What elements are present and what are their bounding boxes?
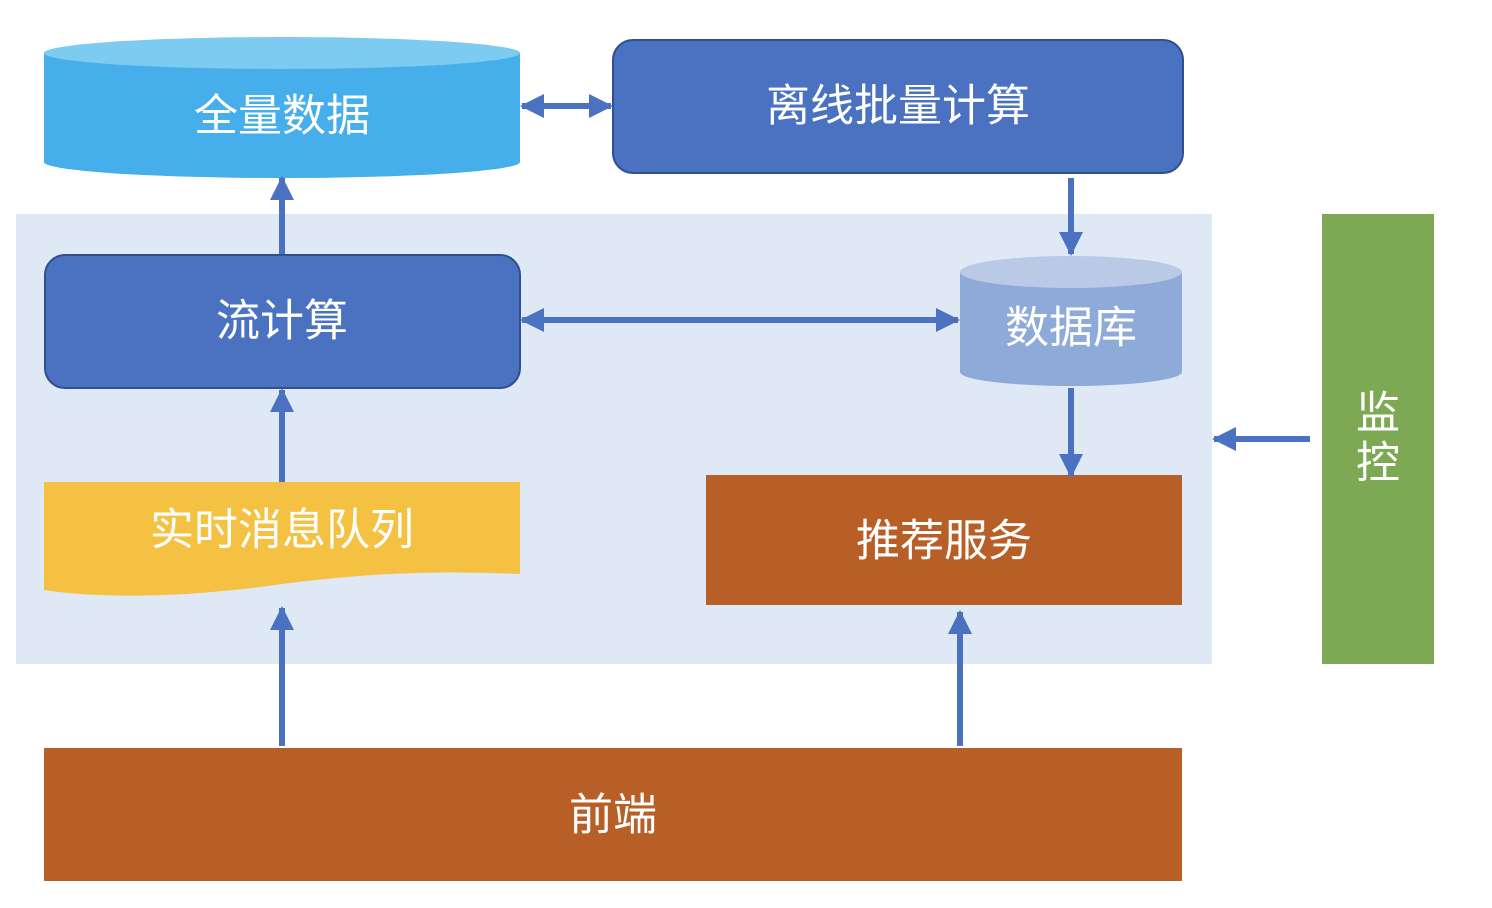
monitor-label-2: 控 (1356, 438, 1400, 489)
database-cylinder: 数据库 (960, 256, 1182, 386)
monitor-label-1: 监 (1356, 388, 1400, 439)
offline-batch-box: 离线批量计算 (612, 39, 1184, 174)
monitor-box: 监 控 (1322, 214, 1434, 664)
stream-compute-label: 流计算 (216, 296, 348, 347)
full-data-cylinder: 全量数据 (44, 37, 520, 178)
recommend-service-label: 推荐服务 (856, 516, 1032, 567)
stream-compute-box: 流计算 (44, 254, 521, 389)
recommend-service-box: 推荐服务 (706, 475, 1182, 605)
frontend-label: 前端 (569, 790, 657, 841)
realtime-mq-label: 实时消息队列 (150, 505, 414, 556)
database-label: 数据库 (1005, 303, 1137, 354)
frontend-box: 前端 (44, 748, 1182, 881)
offline-batch-label: 离线批量计算 (766, 81, 1030, 132)
full-data-label: 全量数据 (194, 91, 370, 142)
realtime-mq-shape: 实时消息队列 (44, 482, 520, 596)
